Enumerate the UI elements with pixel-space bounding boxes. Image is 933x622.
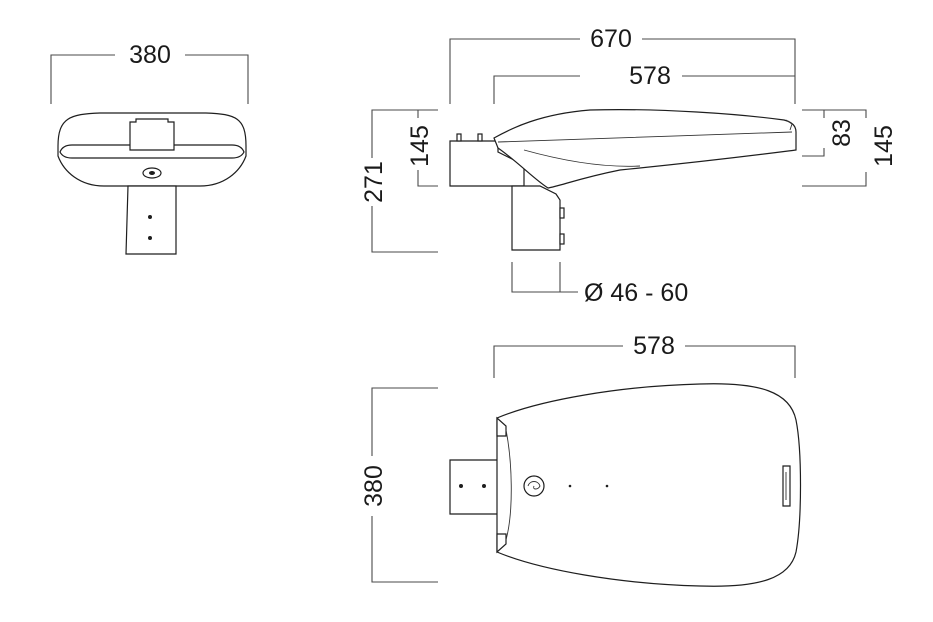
top-rear-clip-lower [496,533,507,554]
front-width-dimension-left [50,54,115,104]
side-nose-height-dimension-top [802,109,825,118]
side-spigot-arm [511,185,561,251]
side-housing-length-dimension-left [493,75,580,104]
top-rear-clip-upper [496,416,507,437]
side-housing-length-label: 578 [629,62,671,90]
side-bracket-pin-right [477,133,483,142]
side-view: 670 578 271 145 83 145 [360,25,898,307]
side-total-length-label: 670 [590,25,632,53]
spigot-diameter-label: Ø 46 - 60 [584,279,688,307]
side-total-height-dimension-bottom [371,206,438,253]
side-total-height-dimension-top [371,109,438,158]
top-housing [496,383,802,587]
front-logo-center-icon [149,171,155,175]
top-length-label: 578 [633,332,675,360]
top-length-dimension-right [685,345,796,378]
top-marker-dot-2 [605,484,609,488]
top-width-label: 380 [360,465,388,507]
front-bracket-bolt-top [148,215,152,219]
side-total-length-dimension-right [642,38,796,104]
top-width-dimension-bottom [371,516,438,583]
side-spigot-screw-top [559,207,565,219]
front-bracket [125,185,177,255]
side-housing-height-dimension-bottom [802,172,867,187]
front-lens-band [59,144,245,159]
front-width-label: 380 [129,41,171,69]
side-housing-contour [523,149,641,167]
side-total-length-dimension-left [449,38,580,104]
side-housing-seam [497,131,793,143]
top-rear-contour [505,429,512,541]
top-logo-swirl-icon [527,481,541,490]
spigot-diameter-dimension [511,262,561,293]
side-bracket-height-label: 145 [406,125,434,167]
front-width-dimension-right [185,54,249,104]
side-housing [493,109,797,189]
side-bracket-height-dimension-bottom [417,170,438,187]
front-view: 380 [50,41,249,255]
front-bracket-bolt-bottom [148,236,152,240]
side-nose-height-dimension-bottom [802,148,825,157]
side-bracket-pin-left [456,133,462,142]
top-bracket-bolt-right [482,484,486,488]
side-nose-height-label: 83 [828,119,856,147]
side-housing-height-dimension-top [802,109,867,118]
top-length-dimension-left [493,345,623,378]
side-housing-nose-detail [785,119,793,131]
top-width-dimension-top [371,387,438,456]
side-spigot-screw-bottom [559,233,565,245]
top-marker-dot-1 [568,484,572,488]
top-bracket-bolt-left [459,484,463,488]
front-top-block [129,118,175,151]
side-bracket-height-dimension-top [417,109,438,118]
top-front-latch [782,465,791,507]
side-housing-height-label: 145 [870,125,898,167]
side-total-height-label: 271 [360,161,388,203]
top-view: 578 380 [360,332,802,587]
